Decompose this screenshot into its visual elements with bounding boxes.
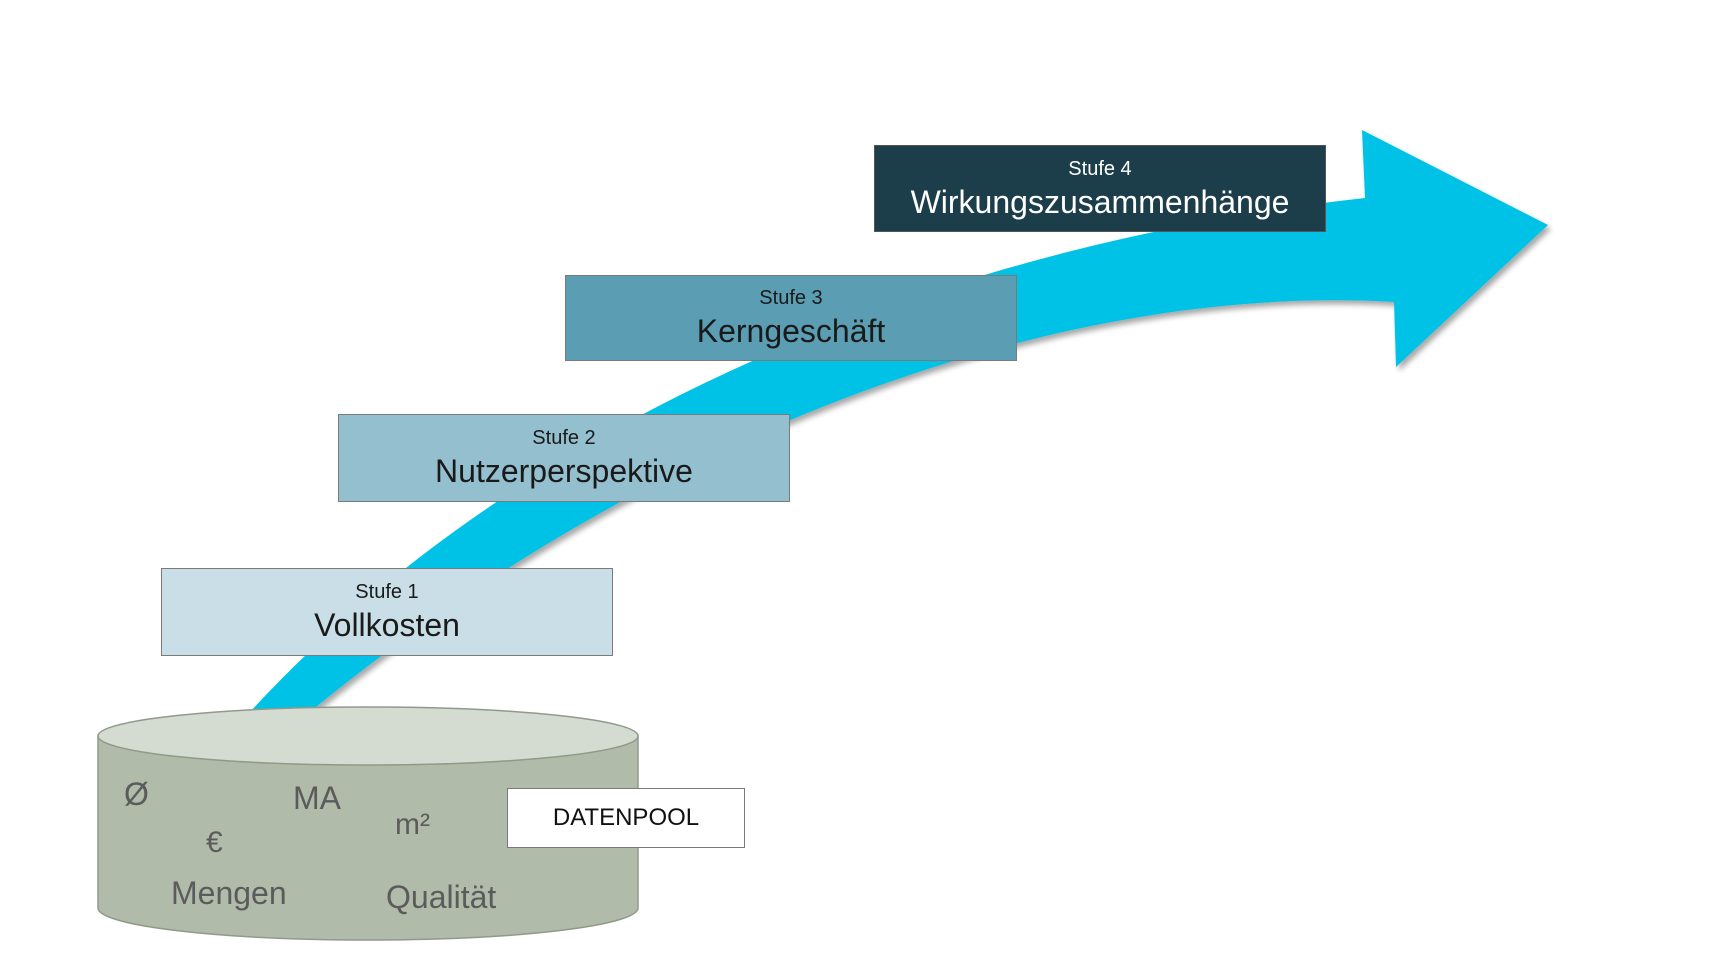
datapool-token-average: Ø <box>124 776 149 812</box>
stage-4-title: Wirkungszusammenhänge <box>910 183 1290 220</box>
cylinder-body <box>97 735 639 941</box>
stage-4-box: Stufe 4 Wirkungszusammenhänge <box>874 145 1326 232</box>
stage-3-title: Kerngeschäft <box>696 313 886 349</box>
stage-4-kicker: Stufe 4 <box>1068 157 1132 180</box>
data-cylinder <box>97 706 639 941</box>
stage-1-kicker: Stufe 1 <box>355 581 419 603</box>
cylinder-top <box>97 706 639 766</box>
datapool-token-euro: € <box>206 826 223 859</box>
datapool-token-ma: MA <box>293 780 341 816</box>
growth-arrow <box>250 130 1548 712</box>
datapool-label: DATENPOOL <box>507 788 745 848</box>
stage-2-title: Nutzerperspektive <box>435 453 693 489</box>
stage-3-kicker: Stufe 3 <box>759 287 823 309</box>
datapool-token-mengen: Mengen <box>171 875 287 911</box>
stage-2-box: Stufe 2 Nutzerperspektive <box>338 414 790 502</box>
datapool-token-qualitaet: Qualität <box>386 879 497 915</box>
stage-2-kicker: Stufe 2 <box>532 427 596 449</box>
stage-3-box: Stufe 3 Kerngeschäft <box>565 275 1017 361</box>
datapool-token-square-meters: m² <box>395 808 430 841</box>
stage-1-title: Vollkosten <box>314 607 460 643</box>
stage-1-box: Stufe 1 Vollkosten <box>161 568 613 656</box>
